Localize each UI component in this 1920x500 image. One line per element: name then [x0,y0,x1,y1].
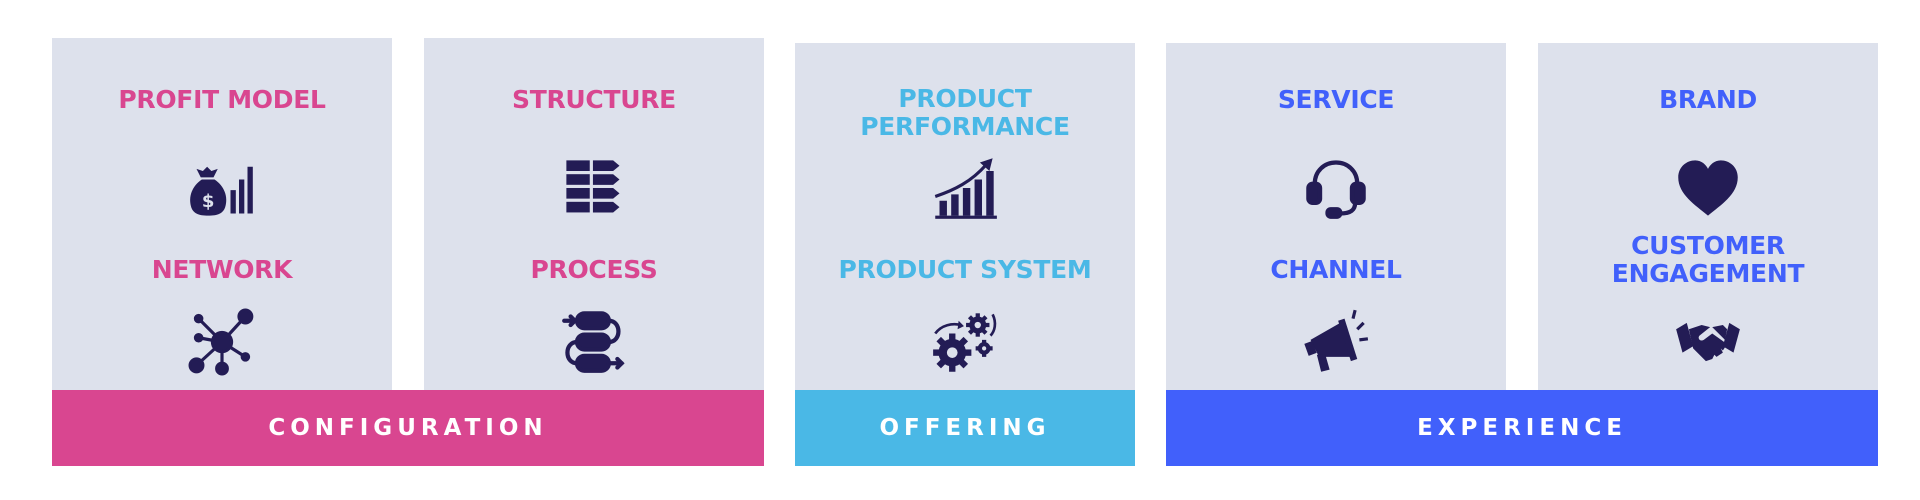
money-bag-chart-icon: $ [184,150,260,226]
network-nodes-icon [184,304,260,380]
heart-icon [1670,150,1746,226]
label-structure: STRUCTURE [512,85,676,114]
label-brand: BRAND [1659,85,1757,114]
card-service-channel: SERVICE CHANNEL [1166,43,1506,390]
category-band-offering: OFFERING [795,390,1135,466]
category-band-configuration: CONFIGURATION [52,390,764,466]
process-flow-icon [556,304,632,380]
megaphone-icon [1298,304,1374,380]
card-product: PRODUCT PERFORMANCE PRODUCT SYSTEM [795,43,1135,390]
card-profit-model-network: PROFIT MODEL $ NETWORK [52,38,392,390]
gears-icon [927,304,1003,380]
label-customer-engagement: CUSTOMER ENGAGEMENT [1611,231,1805,288]
svg-text:$: $ [202,191,215,212]
card-structure-process: STRUCTURE PROCESS [424,38,764,390]
headset-icon [1298,150,1374,226]
card-brand-engagement: BRAND CUSTOMER ENGAGEMENT [1538,43,1878,390]
label-product-system: PRODUCT SYSTEM [838,255,1092,284]
label-process: PROCESS [530,255,658,284]
growth-chart-icon [927,150,1003,226]
label-network: NETWORK [151,255,293,284]
category-band-experience: EXPERIENCE [1166,390,1878,466]
handshake-icon [1670,304,1746,380]
label-service: SERVICE [1277,85,1395,114]
stacked-arrows-icon [556,150,632,226]
label-channel: CHANNEL [1270,255,1402,284]
label-profit-model: PROFIT MODEL [118,85,326,114]
label-product-performance: PRODUCT PERFORMANCE [860,84,1070,141]
